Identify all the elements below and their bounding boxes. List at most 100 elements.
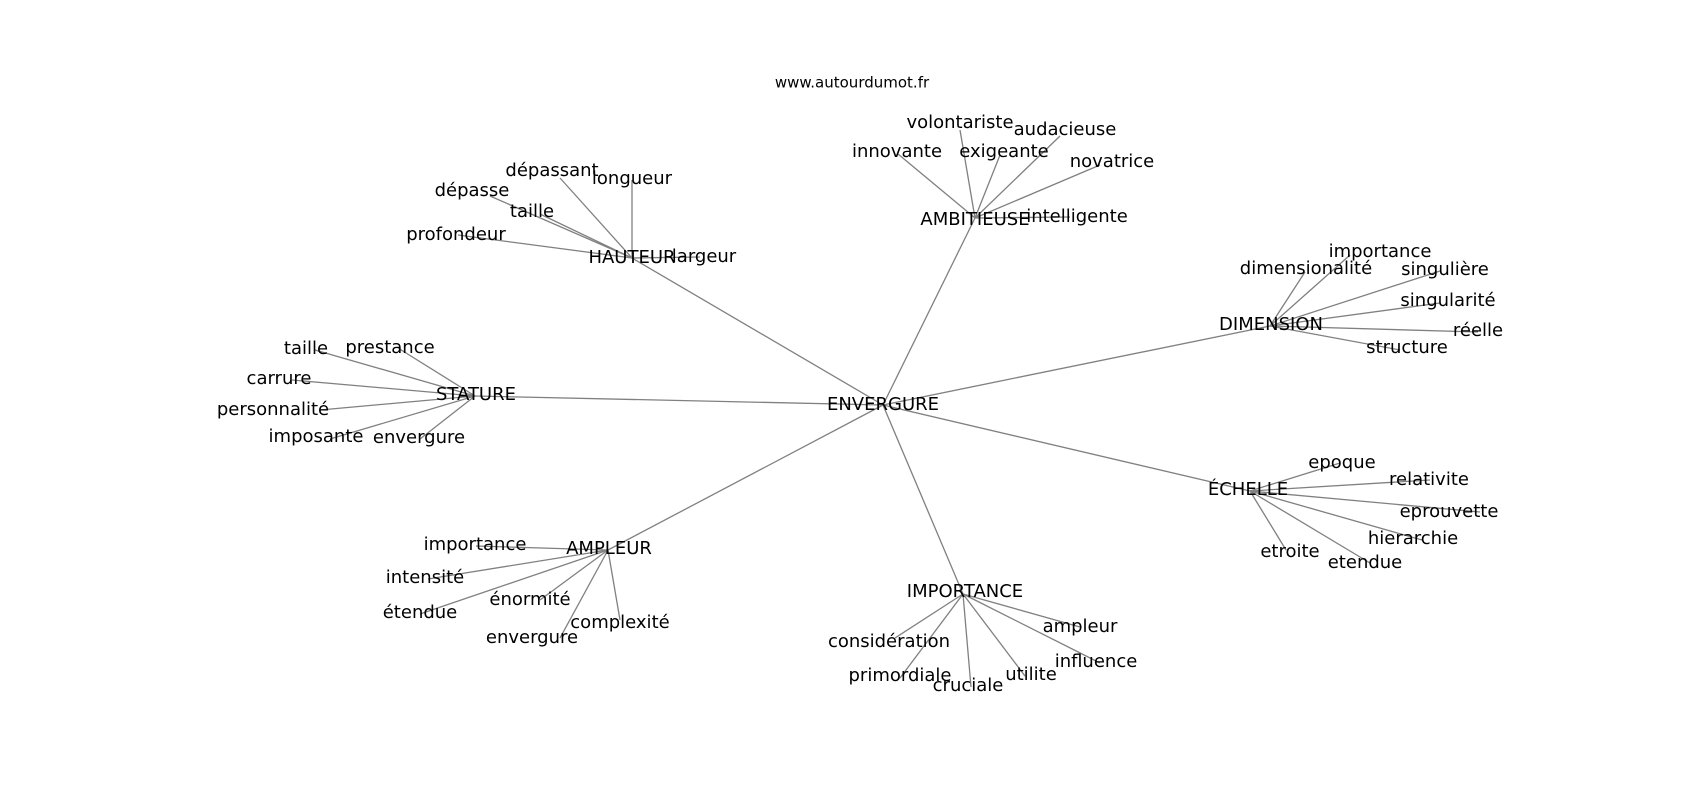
hub-label-hauteur: HAUTEUR [588, 247, 675, 268]
word-label-personnalite: personnalité [217, 399, 329, 420]
word-label-enormite: énormité [489, 589, 570, 610]
word-label-ampleur: ampleur [1043, 616, 1118, 637]
edge-center-to-ambitieuse [882, 217, 976, 406]
word-label-intelligente: intelligente [1026, 206, 1128, 227]
edge-ampleur-to-importance [475, 545, 609, 551]
word-label-carrure: carrure [247, 368, 312, 389]
word-label-structure: structure [1366, 337, 1448, 358]
word-label-profondeur: profondeur [406, 224, 506, 245]
edge-echelle-to-etroite [1249, 490, 1287, 551]
edge-center-to-echelle [882, 404, 1251, 492]
edge-dimension-to-singularite [1269, 302, 1441, 327]
word-label-utilite: utilite [1005, 664, 1057, 685]
word-label-dimensionalite: dimensionalité [1240, 258, 1372, 279]
word-label-exigeante: exigeante [959, 141, 1048, 162]
edge-echelle-to-relativite [1249, 479, 1431, 492]
edge-hauteur-to-depasse [489, 195, 633, 259]
hub-label-echelle: ÉCHELLE [1208, 478, 1288, 500]
word-label-reelle: réelle [1453, 320, 1503, 341]
word-label-importance: importance [424, 534, 527, 555]
edge-hauteur-to-largeur [631, 256, 701, 259]
edge-center-to-ampleur [607, 404, 884, 551]
edge-ambitieuse-to-novatrice [974, 164, 1101, 219]
edge-stature-to-taille [314, 349, 476, 397]
word-label-etendue: étendue [383, 602, 458, 623]
edge-dimension-to-singuliere [1269, 270, 1441, 327]
word-label-hierarchie: hierarchie [1368, 528, 1458, 549]
edge-ampleur-to-complexite [607, 549, 621, 621]
edge-center-to-stature [474, 395, 884, 406]
word-label-longueur: longueur [592, 168, 673, 189]
edge-hauteur-to-taille [539, 213, 633, 259]
edge-echelle-to-etendue [1249, 490, 1371, 564]
edge-stature-to-carrure [291, 379, 476, 397]
word-label-depasse: dépasse [435, 180, 510, 201]
word-label-eprouvette: eprouvette [1400, 501, 1499, 522]
word-label-innovante: innovante [852, 141, 942, 162]
word-label-largeur: largeur [672, 246, 737, 267]
word-label-singularite: singularité [1400, 290, 1495, 311]
word-label-importance: importance [1329, 241, 1432, 262]
edge-ampleur-to-intensite [427, 549, 609, 580]
word-label-taille: taille [510, 201, 554, 222]
word-label-etroite: etroite [1260, 541, 1319, 562]
word-label-depassant: dépassant [505, 160, 598, 181]
edge-ampleur-to-etendue [419, 549, 609, 615]
edge-importance-to-influence [962, 593, 1101, 664]
center-node-label: ENVERGURE [827, 394, 939, 415]
edge-layer [291, 129, 1481, 688]
edge-ampleur-to-enormite [539, 549, 609, 601]
edge-echelle-to-epoque [1249, 462, 1341, 492]
edge-center-to-dimension [882, 325, 1271, 406]
edge-stature-to-imposante [329, 395, 476, 440]
edge-echelle-to-hierarchie [1249, 490, 1423, 541]
word-label-envergure: envergure [373, 427, 465, 448]
edge-stature-to-personnalite [319, 395, 476, 411]
edge-importance-to-ampleur [962, 593, 1081, 628]
hub-label-ambitieuse: AMBITIEUSE [920, 209, 1029, 230]
hub-label-dimension: DIMENSION [1219, 314, 1323, 335]
word-label-envergure: envergure [486, 627, 578, 648]
word-label-volontariste: volontariste [906, 112, 1013, 133]
edge-dimension-to-reelle [1269, 325, 1479, 333]
edge-ambitieuse-to-innovante [897, 153, 976, 219]
hub-label-importance: IMPORTANCE [907, 581, 1023, 602]
word-label-relativite: relativite [1389, 469, 1469, 490]
word-label-cruciale: cruciale [933, 675, 1004, 696]
edge-importance-to-consideration [894, 593, 964, 639]
edge-importance-to-cruciale [962, 593, 972, 688]
word-label-intensite: intensité [386, 567, 464, 588]
edge-center-to-importance [882, 404, 964, 595]
word-label-singuliere: singulière [1401, 259, 1489, 280]
edge-center-to-hauteur [631, 257, 884, 406]
word-label-audacieuse: audacieuse [1014, 119, 1117, 140]
site-label: www.autourdumot.fr [775, 74, 930, 92]
word-label-consideration: considération [828, 631, 950, 652]
hub-label-stature: STATURE [436, 384, 516, 405]
edge-ambitieuse-to-volontariste [959, 129, 976, 219]
edge-stature-to-envergure [419, 395, 476, 440]
edge-ambitieuse-to-intelligente [974, 216, 1071, 219]
edge-ambitieuse-to-exigeante [974, 154, 1001, 219]
edge-ambitieuse-to-audacieuse [974, 135, 1061, 219]
edge-dimension-to-dimensionalite [1269, 271, 1306, 327]
word-label-taille: taille [284, 338, 328, 359]
word-label-influence: influence [1055, 651, 1138, 672]
word-label-imposante: imposante [269, 426, 364, 447]
word-label-primordiale: primordiale [849, 665, 952, 686]
word-label-novatrice: novatrice [1070, 151, 1155, 172]
word-label-etendue: etendue [1328, 552, 1403, 573]
word-label-prestance: prestance [345, 337, 434, 358]
edge-dimension-to-importance [1269, 254, 1351, 327]
word-label-complexite: complexité [570, 612, 669, 633]
edge-hauteur-to-profondeur [457, 234, 633, 259]
edge-echelle-to-eprouvette [1249, 490, 1481, 513]
edge-importance-to-utilite [962, 593, 1026, 677]
edge-ampleur-to-envergure [559, 549, 609, 639]
edge-stature-to-prestance [397, 347, 476, 397]
edge-hauteur-to-depassant [559, 177, 633, 259]
hub-label-ampleur: AMPLEUR [566, 538, 652, 559]
edge-importance-to-primordiale [899, 593, 964, 679]
